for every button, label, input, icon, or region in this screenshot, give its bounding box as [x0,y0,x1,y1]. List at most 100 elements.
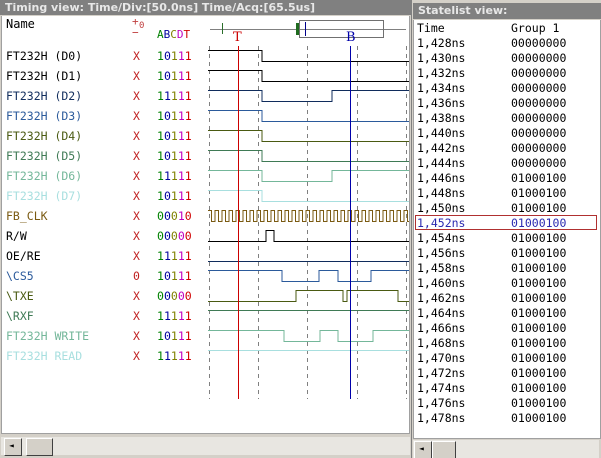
name-column-header: Name [6,17,35,31]
acquisition-overview-bar[interactable] [208,19,408,39]
zoom-out-icon[interactable]: − [132,26,139,39]
statelist-cell-group1: 00000000 [511,81,567,95]
statelist-cell-time: 1,432ns [417,66,466,80]
signal-name[interactable]: OE/RE [6,249,41,263]
cursor-column-c[interactable]: C [170,28,177,41]
signal-name[interactable]: FT232H (D3) [6,109,83,123]
signal-name[interactable]: R/W [6,229,27,243]
cursor-t-label[interactable]: T [233,30,242,45]
signal-name[interactable]: FT232H WRITE [6,329,90,343]
signal-marker-value: X [133,169,140,183]
overview-trigger-marker [296,23,300,35]
timing-scroll-thumb[interactable] [26,438,53,456]
signal-cursor-values: 10111 [157,149,192,163]
signal-name[interactable]: FT232H (D1) [6,69,83,83]
statelist-cell-group1: 01000100 [511,216,567,230]
signal-marker-value: X [133,229,140,243]
waveform-area[interactable] [208,46,410,433]
cursor-column-t[interactable]: T [183,28,191,41]
waveform-trace [208,230,409,242]
cursor-column-b[interactable]: B [163,28,171,41]
cursor-b-label[interactable]: B [346,30,356,45]
left-arrow-icon: ◄ [419,444,424,453]
statelist-scroll-track[interactable] [413,440,599,458]
signal-name[interactable]: FT232H (D6) [6,169,83,183]
statelist-cell-group1: 00000000 [511,156,567,170]
signal-marker-value: X [133,109,140,123]
statelist-cell-time: 1,454ns [417,231,466,245]
signal-name[interactable]: FB_CLK [6,209,48,223]
signal-name[interactable]: FT232H (D7) [6,189,83,203]
timing-horizontal-scrollbar[interactable]: ◄ [1,435,410,457]
overview-viewport-box[interactable] [299,20,384,38]
signal-name[interactable]: \RXF [6,309,34,323]
statelist-cell-time: 1,474ns [417,381,466,395]
cursor-column-d[interactable]: D [176,28,184,41]
signal-cursor-values: 10111 [157,69,192,83]
statelist-scroll-thumb[interactable] [432,441,456,458]
signal-name[interactable]: \CS5 [6,269,34,283]
statelist-horizontal-scrollbar[interactable]: ◄ [413,439,599,458]
signal-name[interactable]: FT232H READ [6,349,83,363]
signal-name[interactable]: FT232H (D5) [6,149,83,163]
timing-scroll-left-arrow[interactable]: ◄ [4,438,22,456]
signal-cursor-values: 11111 [157,349,192,363]
signal-name[interactable]: FT232H (D2) [6,89,83,103]
statelist-cell-group1: 01000100 [511,351,567,365]
signal-name[interactable]: FT232H (D4) [6,129,83,143]
cursor-column-a[interactable]: A [157,28,164,41]
statelist-cell-group1: 00000000 [511,36,567,50]
waveform-canvas[interactable] [208,46,410,399]
statelist-scroll-left-arrow[interactable]: ◄ [414,441,432,458]
signal-name[interactable]: FT232H (D0) [6,49,83,63]
timing-scroll-track[interactable] [1,437,410,455]
signal-name[interactable]: \TXE [6,289,34,303]
zoom-in-icon[interactable]: + [132,16,139,28]
